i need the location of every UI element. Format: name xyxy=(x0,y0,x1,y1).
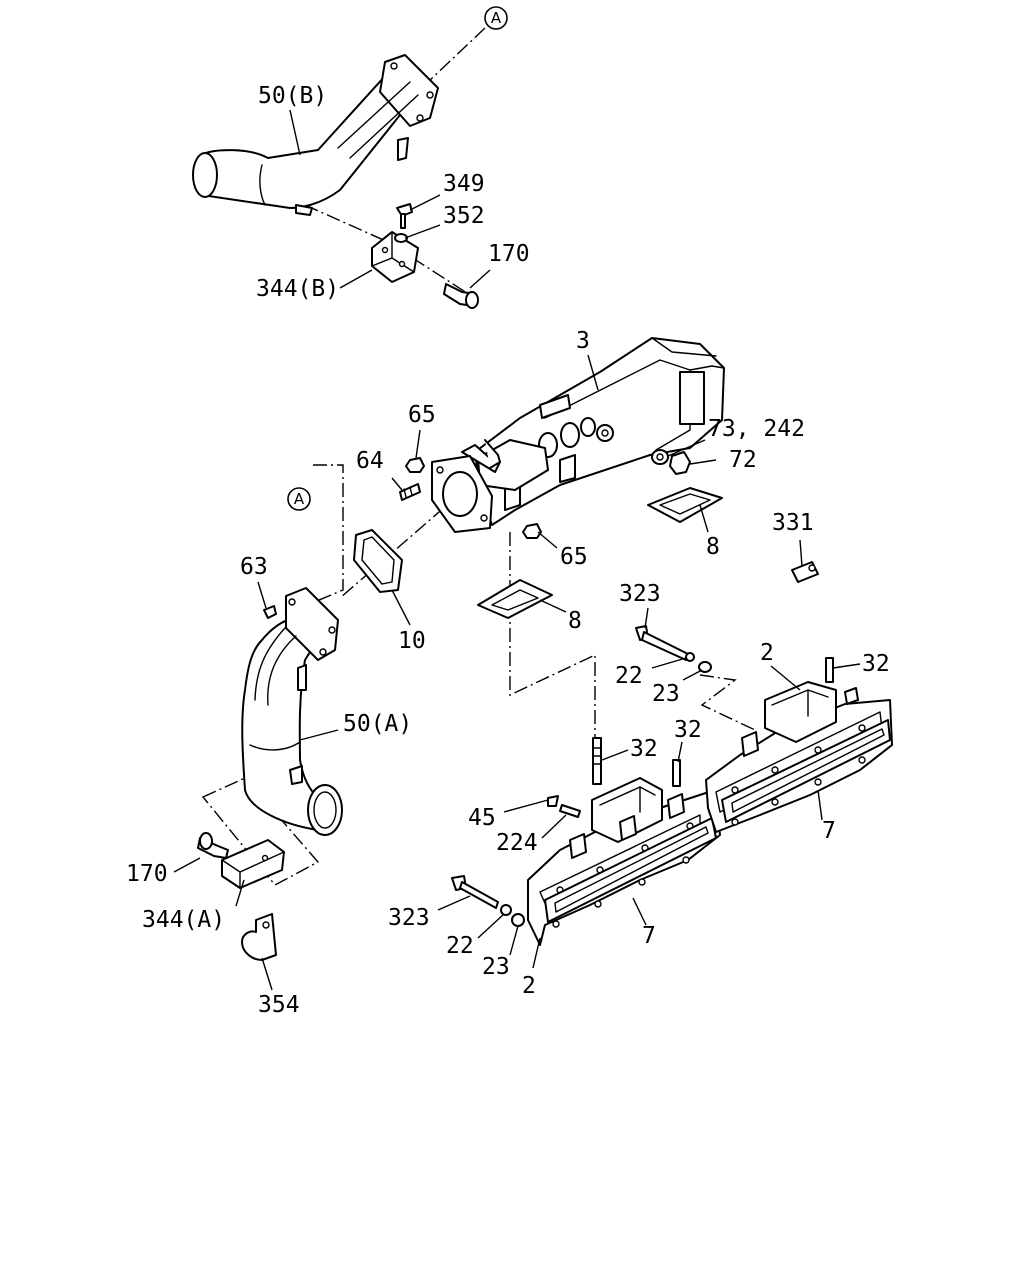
exhaust-elbow-3 xyxy=(461,337,725,526)
nuts-and-stud xyxy=(399,457,542,539)
label-8-lower: 8 xyxy=(568,608,582,634)
ref-mark-mid: A xyxy=(287,487,311,511)
elbow-flange xyxy=(431,455,493,533)
label-65-upper: 65 xyxy=(408,402,436,428)
label-63: 63 xyxy=(240,554,268,580)
label-50b: 50(B) xyxy=(258,83,327,109)
label-3: 3 xyxy=(576,328,590,354)
gasket-7-rear xyxy=(721,719,891,823)
label-354: 354 xyxy=(258,992,300,1018)
bracket-344a-set xyxy=(197,832,285,889)
label-349: 349 xyxy=(443,171,485,197)
label-10: 10 xyxy=(398,628,426,654)
label-23-lower: 23 xyxy=(482,954,510,980)
label-22-lower: 22 xyxy=(446,933,474,959)
label-32-right: 32 xyxy=(862,651,890,677)
pipe-50a xyxy=(241,587,343,836)
label-22-upper: 22 xyxy=(615,663,643,689)
label-45: 45 xyxy=(468,805,496,831)
gasket-8-lower xyxy=(477,579,553,619)
label-64: 64 xyxy=(356,448,384,474)
label-331: 331 xyxy=(772,510,814,536)
part-labels: 50(B) 349 352 170 344(B) 3 65 73, 242 72… xyxy=(126,83,890,1018)
pipe-50b xyxy=(192,54,439,216)
label-323-upper: 323 xyxy=(619,581,661,607)
label-7-front: 7 xyxy=(642,923,656,949)
label-2-lower: 2 xyxy=(522,973,536,999)
stud-63 xyxy=(263,605,277,619)
leader-lines xyxy=(173,109,861,991)
ref-mark-top: A xyxy=(484,6,508,30)
gasket-8-upper xyxy=(647,487,723,523)
bracket-344b-set xyxy=(371,203,479,309)
label-323-lower: 323 xyxy=(388,905,430,931)
label-7-rear: 7 xyxy=(822,818,836,844)
label-170-upper: 170 xyxy=(488,241,530,267)
clip-331 xyxy=(791,561,819,583)
label-72: 72 xyxy=(729,447,757,473)
label-32-short: 32 xyxy=(674,717,702,743)
gasket-7-front xyxy=(544,817,717,923)
label-73-242: 73, 242 xyxy=(708,416,805,442)
label-2-upper: 2 xyxy=(760,640,774,666)
clamp-354 xyxy=(241,913,277,961)
plug-72-set xyxy=(651,449,691,475)
label-23-upper: 23 xyxy=(652,681,680,707)
ref-mark-top-text: A xyxy=(491,9,502,27)
label-170-lower: 170 xyxy=(126,861,168,887)
label-344a: 344(A) xyxy=(142,907,225,933)
label-8-upper: 8 xyxy=(706,534,720,560)
ref-mark-mid-text: A xyxy=(294,490,305,508)
label-224: 224 xyxy=(496,830,538,856)
label-344b: 344(B) xyxy=(256,276,339,302)
label-50a: 50(A) xyxy=(343,711,412,737)
label-352: 352 xyxy=(443,203,485,229)
gasket-10 xyxy=(353,529,403,593)
label-32-center: 32 xyxy=(630,736,658,762)
label-65-lower: 65 xyxy=(560,544,588,570)
